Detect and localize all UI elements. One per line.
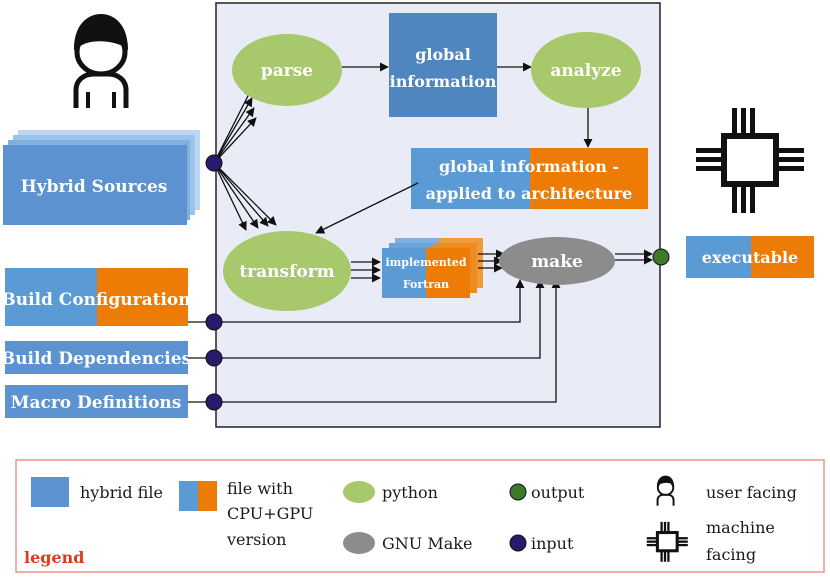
legend-cpu-gpu-label-3: version xyxy=(226,530,286,549)
legend-border xyxy=(15,459,825,573)
legend-input-label: input xyxy=(531,534,574,553)
user-facing-icon xyxy=(73,14,129,108)
build-dependencies-label: Build Dependencies xyxy=(1,349,191,369)
global-information-applied-label-1: global information - xyxy=(439,157,619,176)
input-node-macro xyxy=(205,393,223,411)
legend-cpu-gpu-swatch-orange xyxy=(198,481,217,511)
edge-applied-to-transform xyxy=(315,182,419,234)
edges-make-to-output xyxy=(615,249,653,265)
implemented-fortran-stack: implemented Fortran xyxy=(382,238,483,298)
parse-label: parse xyxy=(261,61,313,81)
legend-hybrid-file-swatch xyxy=(31,477,69,507)
global-information-applied-label-2: applied to architecture xyxy=(426,184,633,203)
legend-output-swatch xyxy=(509,483,527,501)
transform-node: transform xyxy=(223,231,351,311)
make-label: make xyxy=(531,252,583,272)
make-node: make xyxy=(499,237,615,285)
edges-transform-to-fortran xyxy=(351,257,381,283)
legend-title: legend xyxy=(24,548,84,567)
machine-facing-icon xyxy=(696,108,804,213)
legend-cpu-gpu-label-1: file with xyxy=(227,479,293,498)
legend-user-facing-label: user facing xyxy=(706,483,797,502)
hybrid-sources-stack: Hybrid Sources xyxy=(3,130,200,225)
input-node-buildconfig xyxy=(205,313,223,331)
macro-definitions-box: Macro Definitions xyxy=(5,385,188,418)
legend-machine-facing-icon xyxy=(646,521,688,562)
build-configuration-box: Build Configuration xyxy=(1,268,191,326)
global-information-node: global information xyxy=(389,13,497,117)
edges-sources-to-parse xyxy=(213,87,257,164)
fortran-label: Fortran xyxy=(403,278,449,291)
edges-fortran-to-make xyxy=(478,249,505,273)
edge-macro-to-make xyxy=(214,279,561,403)
executable-node: executable xyxy=(686,236,814,278)
hybrid-sources-label: Hybrid Sources xyxy=(21,177,168,197)
legend-gnu-make-swatch xyxy=(343,532,375,554)
edges-sources-to-transform xyxy=(213,162,277,231)
global-information-applied-node: global information - applied to architec… xyxy=(411,148,648,209)
parse-node: parse xyxy=(232,34,342,106)
global-information-label-1: global xyxy=(415,45,471,64)
legend-cpu-gpu-swatch-blue xyxy=(179,481,198,511)
legend-python-swatch xyxy=(343,481,375,503)
legend-hybrid-file-label: hybrid file xyxy=(80,483,163,502)
edge-builddeps-to-make xyxy=(214,279,545,359)
output-node xyxy=(652,248,670,266)
build-configuration-label: Build Configuration xyxy=(1,290,190,310)
legend-output-label: output xyxy=(531,483,585,502)
legend-machine-facing-label-2: facing xyxy=(706,545,756,564)
build-dependencies-box: Build Dependencies xyxy=(1,341,191,374)
input-node-builddeps xyxy=(205,349,223,367)
legend-input-swatch xyxy=(509,534,527,552)
edge-buildconfig-to-make xyxy=(214,279,525,323)
executable-label: executable xyxy=(702,248,798,267)
analyze-node: analyze xyxy=(531,32,641,108)
implemented-label: implemented xyxy=(385,256,466,269)
legend-machine-facing-label-1: machine xyxy=(706,518,775,537)
transform-label: transform xyxy=(239,262,334,282)
legend-python-label: python xyxy=(382,483,438,502)
analyze-label: analyze xyxy=(550,61,621,81)
global-information-label-2: information xyxy=(390,72,497,91)
legend-user-facing-icon xyxy=(656,475,675,506)
legend-cpu-gpu-label-2: CPU+GPU xyxy=(227,504,313,523)
input-node-sources xyxy=(205,154,223,172)
macro-definitions-label: Macro Definitions xyxy=(11,393,182,413)
legend: legend hybrid file file with CPU+GPU ver… xyxy=(15,459,825,573)
legend-gnu-make-label: GNU Make xyxy=(382,534,472,553)
